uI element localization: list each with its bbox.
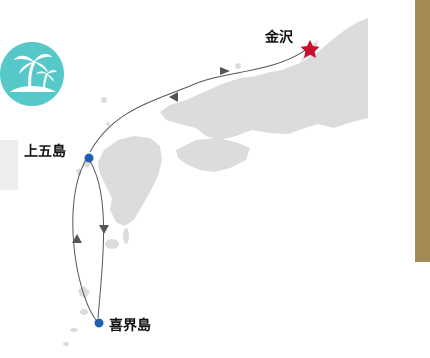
place-label-kanazawa: 金沢 <box>265 30 293 46</box>
star-icon[interactable] <box>300 40 320 58</box>
route-arrow <box>99 225 109 234</box>
route-kanazawa-to-kamigoto <box>89 48 308 153</box>
route-arrow <box>169 92 178 102</box>
land-honshu <box>160 18 368 140</box>
dot-marker-icon[interactable] <box>84 153 94 163</box>
route-kikaijima-to-kamigoto <box>72 159 97 321</box>
land-islet <box>235 63 241 69</box>
route-arrow <box>72 234 82 243</box>
land-tokunoshima <box>80 309 88 315</box>
place-label-kikaijima: 喜界島 <box>109 318 151 334</box>
route-arrow <box>220 67 230 75</box>
land-yakushima <box>105 239 119 249</box>
land-islet <box>106 122 110 126</box>
land-okinoerabu <box>70 328 78 332</box>
land-amami <box>78 286 90 298</box>
dot-marker-icon[interactable] <box>94 318 104 328</box>
land-yoron <box>63 342 69 346</box>
palm-island-icon <box>0 40 64 108</box>
land-kyushu <box>98 136 162 226</box>
accent-bar <box>415 0 430 262</box>
route-kamigoto-to-kikaijima <box>87 157 105 319</box>
land-islet <box>101 97 107 103</box>
land-shikoku <box>176 138 250 172</box>
side-panel-left <box>0 140 18 190</box>
land-tanegashima <box>123 228 129 244</box>
place-label-kamigoto: 上五島 <box>24 144 66 160</box>
